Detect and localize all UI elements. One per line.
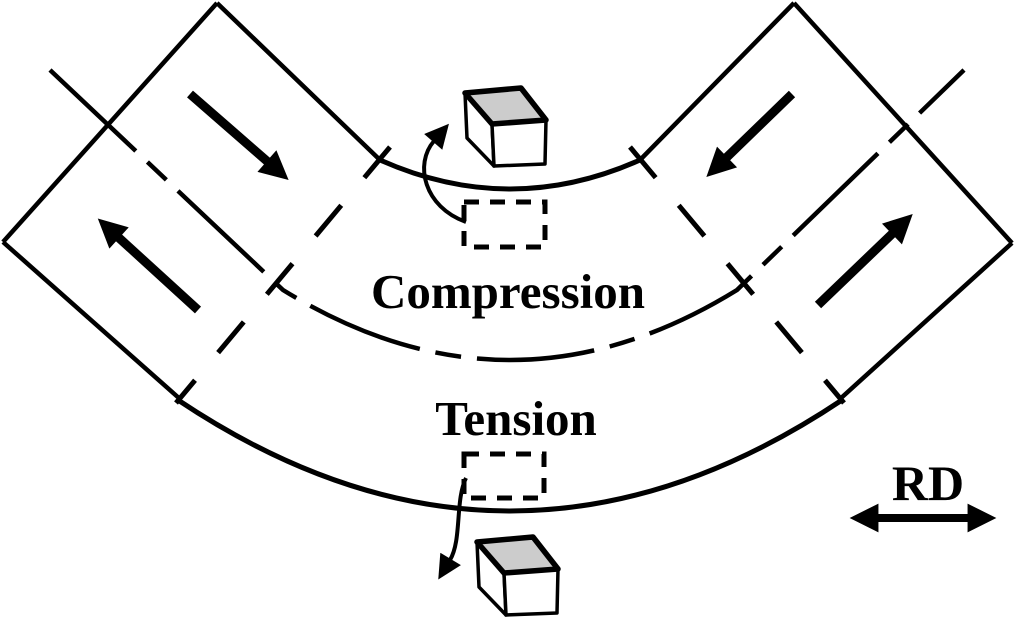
shear-arrow-top-left-icon <box>187 90 289 180</box>
neutral-axis-line <box>48 68 966 363</box>
tension-label: Tension <box>435 391 597 446</box>
outer-bend-arc <box>176 397 844 514</box>
inner-bend-arc <box>378 157 642 192</box>
tension-callout-arrow-icon <box>438 477 468 580</box>
right-arm-outer-edge <box>838 241 1014 401</box>
right-arm-inner-edge <box>638 1 796 162</box>
shear-arrow-bottom-left-icon <box>97 218 202 314</box>
bend-boundary-right <box>628 145 846 405</box>
cube-top-face <box>462 85 549 127</box>
shear-arrow-top-right-icon <box>706 90 796 178</box>
compression-callout-arrow-icon <box>422 123 467 224</box>
bend-boundary-left <box>174 145 392 405</box>
cube-front-face <box>490 118 548 168</box>
compression-unit-cell-cube-icon <box>462 85 549 168</box>
compression-label: Compression <box>371 264 645 319</box>
shear-arrow-bottom-right-icon <box>814 214 913 309</box>
rd-label: RD <box>892 455 964 511</box>
left-arm-end-edge <box>1 1 219 244</box>
tension-unit-cell-cube-icon <box>477 537 558 615</box>
left-arm-inner-edge <box>215 1 382 162</box>
tension-sample-box <box>461 451 547 501</box>
left-arm-outer-edge <box>1 240 182 401</box>
right-arm-end-edge <box>792 1 1014 245</box>
compression-sample-box <box>461 199 548 250</box>
